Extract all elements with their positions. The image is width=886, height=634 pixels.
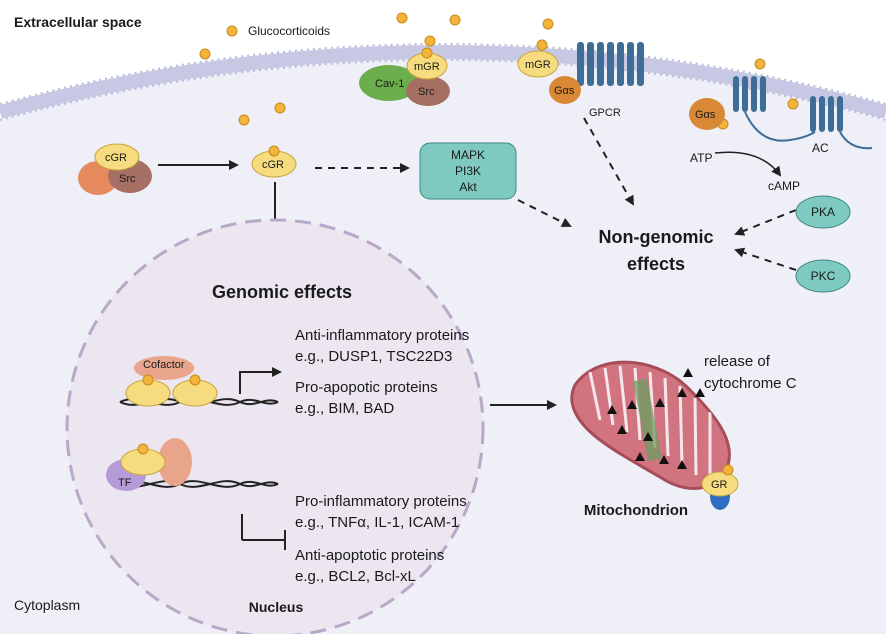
glucocorticoid-ligands (199, 12, 799, 130)
nongenomic-label-line1: Non-genomic (599, 227, 714, 247)
cgr-label: cGR (262, 159, 284, 171)
kinases-to-nongenomic-arrow (517, 199, 572, 227)
akt-label: Akt (459, 180, 477, 194)
gas-gpcr-shape (549, 76, 581, 104)
release-label-line2: cytochrome C (704, 375, 797, 392)
pro-inflammatory-title: Pro-inflammatory proteins (295, 493, 467, 510)
glucocorticoids-label: Glucocorticoids (248, 24, 330, 38)
nucleus (65, 218, 485, 634)
anti-apoptotic-examples: e.g., BCL2, Bcl-xL (295, 568, 416, 585)
pi3k-label: PI3K (455, 164, 481, 178)
release-label-line1: release of (704, 353, 771, 370)
cytoplasm-label: Cytoplasm (14, 597, 80, 613)
anti-apoptotic-title: Anti-apoptotic proteins (295, 547, 444, 564)
mito-gr-shape (701, 471, 739, 497)
pkc-label: PKC (811, 269, 836, 283)
pro-apoptotic-title: Pro-apopotic proteins (295, 379, 438, 396)
cav1-shape (359, 65, 419, 101)
gpcr-label: GPCR (589, 107, 621, 119)
mitochondrion-label: Mitochondrion (584, 502, 688, 519)
genomic-effects-label: Genomic effects (212, 282, 352, 302)
ac-label: AC (812, 141, 829, 155)
pka-to-nongenomic-arrow (734, 209, 797, 236)
adenylyl-cyclase-complex: Gαs AC ATP cAMP (689, 76, 873, 193)
repression-marker (241, 514, 286, 550)
src-label: Src (418, 86, 435, 98)
nongenomic-label-line2: effects (627, 254, 685, 274)
gpcr-to-nongenomic-arrow (583, 117, 634, 206)
mgr-label: mGR (414, 61, 440, 73)
pro-inflammatory-examples: e.g., TNFα, IL-1, ICAM-1 (295, 514, 459, 531)
pka-node: PKA (795, 195, 851, 229)
pkc-node: PKC (795, 259, 851, 293)
pro-apoptotic-examples: e.g., BIM, BAD (295, 400, 394, 417)
cgr-src-complex: cGR Src (78, 143, 152, 195)
mapk-label: MAPK (451, 148, 485, 162)
extracellular-label: Extracellular space (14, 14, 142, 30)
activation-arrow (239, 367, 282, 394)
cofactor-label: Cofactor (143, 359, 185, 371)
cgr-src-src-label: Src (119, 173, 136, 185)
mito-gr-label: GR (711, 479, 728, 491)
cav1-mgr-src-complex: Cav-1 Src mGR (359, 47, 450, 106)
gas-gpcr-label: Gαs (554, 85, 575, 97)
cofactor-complex: Cofactor (125, 356, 218, 407)
mgr-gpcr-label: mGR (525, 59, 551, 71)
cgr-src-cgr-label: cGR (105, 152, 127, 164)
atp-label: ATP (690, 151, 712, 165)
mitochondrion: GR (570, 360, 739, 510)
cgr-ligand-bound: cGR (251, 145, 297, 178)
nucleus-label: Nucleus (249, 599, 304, 615)
gas-ac-shape (689, 98, 725, 130)
camp-label: cAMP (768, 179, 800, 193)
anti-inflammatory-title: Anti-inflammatory proteins (295, 327, 469, 344)
anti-inflammatory-examples: e.g., DUSP1, TSC22D3 (295, 348, 452, 365)
tf-complex: TF (106, 438, 192, 491)
cell-membrane (0, 45, 886, 119)
gpcr-shape (577, 42, 644, 86)
mgr-gpcr-shape (517, 50, 559, 78)
mapk-pi3k-akt-box: MAPK PI3K Akt (419, 142, 517, 200)
pka-label: PKA (811, 205, 835, 219)
gpcr-complex: mGR Gαs GPCR (517, 42, 644, 119)
atp-to-camp-arrow (714, 151, 782, 177)
tf-label: TF (118, 477, 132, 489)
gas-ac-label: Gαs (695, 109, 716, 121)
cav1-label: Cav-1 (375, 78, 404, 90)
src-shape (406, 76, 450, 106)
dna-lower (119, 480, 279, 488)
pkc-to-nongenomic-arrow (734, 247, 797, 271)
